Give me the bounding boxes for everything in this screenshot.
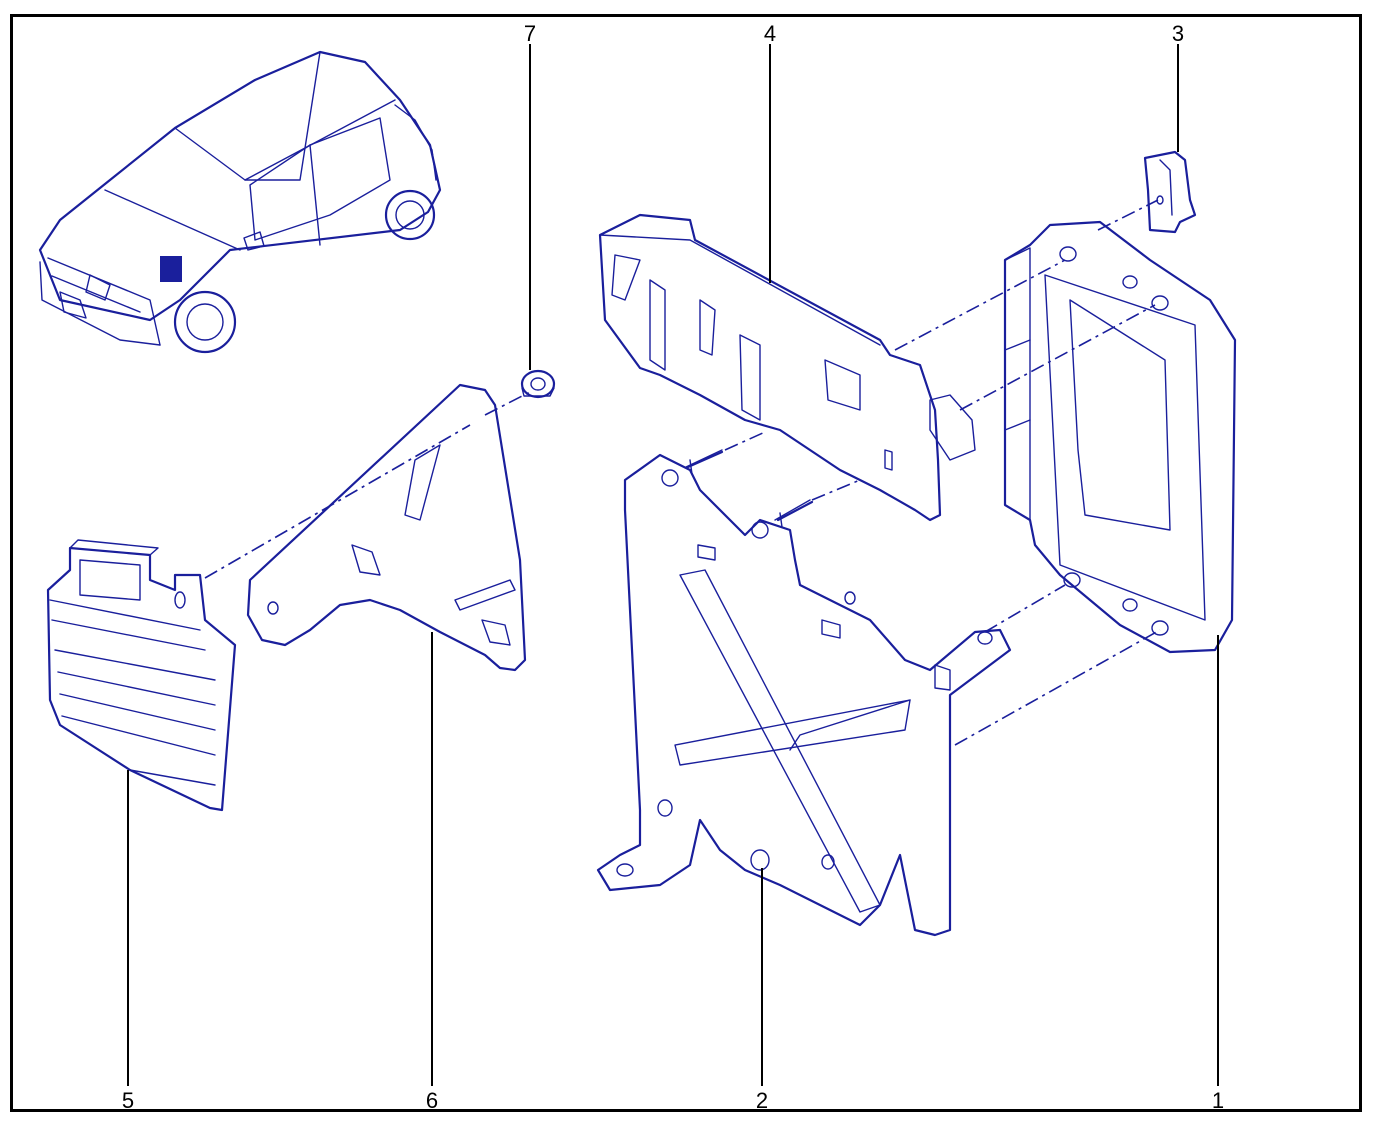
leader-lines <box>127 44 1219 1086</box>
callout-6: 6 <box>426 1088 438 1113</box>
part-5-connector-module <box>46 539 237 812</box>
callout-4: 4 <box>764 21 776 46</box>
callout-5: 5 <box>122 1088 134 1113</box>
component-location-marker <box>160 256 182 282</box>
assembly-lines <box>204 199 1161 746</box>
callout-1: 1 <box>1212 1088 1224 1113</box>
part-3-clip <box>1143 150 1197 234</box>
vehicle-location-illustration <box>38 50 442 354</box>
callout-3: 3 <box>1172 21 1184 46</box>
diagram-frame <box>10 14 1362 1112</box>
part-2-mounting-plate <box>596 449 1012 937</box>
part-4-support-rail <box>598 213 976 522</box>
part-6-bracket-plate <box>246 383 527 672</box>
screws <box>686 450 814 528</box>
part-7-nut <box>520 369 556 399</box>
part-1-control-unit <box>1003 220 1237 654</box>
callout-7: 7 <box>524 21 536 46</box>
callout-2: 2 <box>756 1088 768 1113</box>
